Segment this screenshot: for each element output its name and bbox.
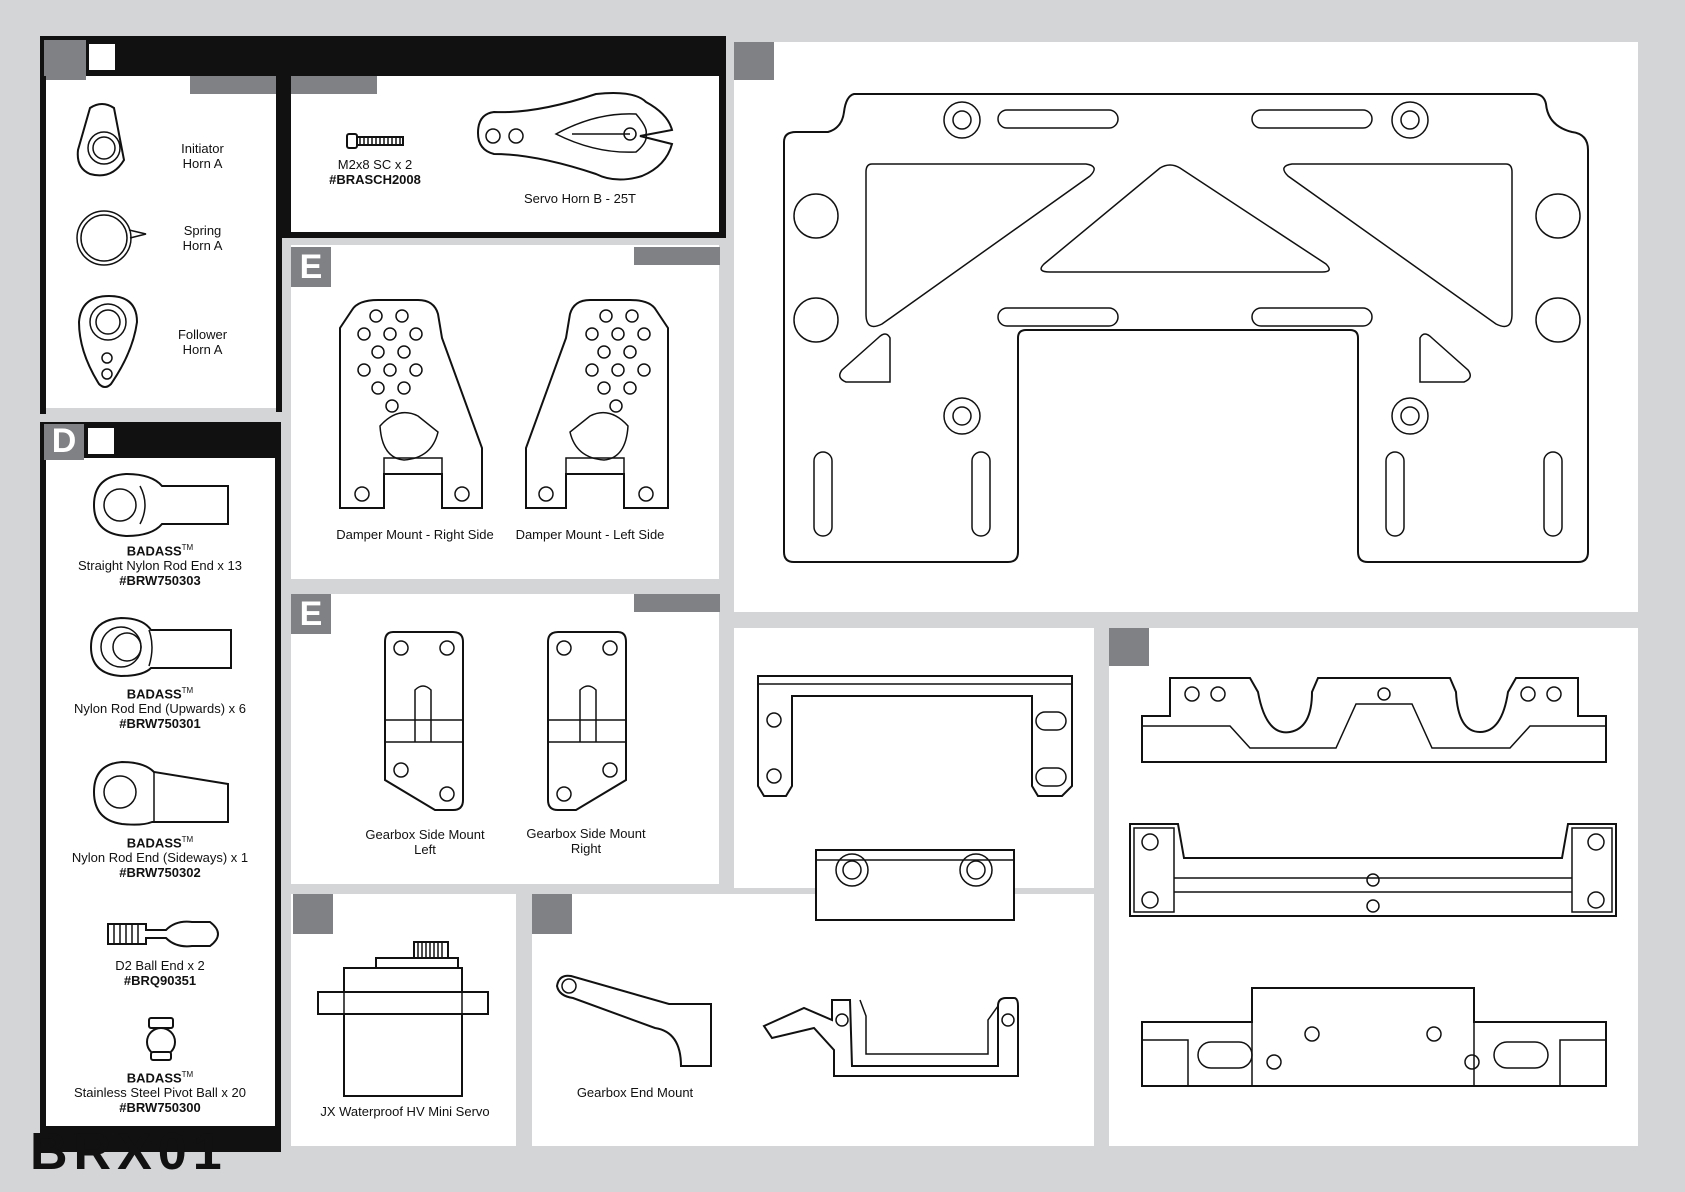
gearbox-end-label: Gearbox End Mount bbox=[576, 1085, 694, 1100]
section-d-letter-tab bbox=[44, 424, 84, 460]
gearbox-end-mount-icon bbox=[555, 974, 712, 1067]
damper-mount-right-icon bbox=[339, 299, 483, 509]
chassis-plate-letter-tab bbox=[734, 42, 774, 80]
ball-end-label: D2 Ball End x 2#BRQ90351 bbox=[115, 958, 205, 988]
initiator-horn-icon bbox=[76, 103, 126, 177]
screw-icon bbox=[346, 133, 404, 149]
gearbox-end-letter-tab bbox=[532, 894, 572, 934]
sideways-rod-end-icon bbox=[92, 760, 229, 826]
section-e-gearbox-letter: E bbox=[299, 595, 323, 633]
spring-horn-icon bbox=[76, 210, 147, 266]
section-d-letter: D bbox=[51, 422, 77, 460]
crossmember-middle-icon bbox=[1129, 823, 1617, 917]
spacer-block-icon bbox=[815, 849, 1015, 921]
follower-horn-icon bbox=[77, 294, 139, 388]
servo-mount-frame-icon bbox=[757, 675, 1073, 797]
section-e-gearbox-tag bbox=[634, 594, 720, 612]
bag-tag-left bbox=[190, 76, 276, 94]
screw-label: M2x8 SC x 2#BRASCH2008 bbox=[329, 157, 421, 187]
sideways-rod-end-label: BADASSTM Nylon Rod End (Sideways) x 1 #B… bbox=[71, 835, 249, 881]
section-c-checkbox[interactable] bbox=[89, 44, 115, 70]
upwards-rod-end-icon bbox=[89, 616, 232, 678]
section-c-right-border bbox=[276, 232, 282, 412]
section-e-gearbox-letter-tab bbox=[291, 594, 331, 634]
damper-left-label: Damper Mount - Left Side bbox=[515, 527, 665, 542]
servo-horn-b-icon bbox=[476, 92, 674, 181]
servo-horn-b-label: Servo Horn B - 25T bbox=[524, 191, 636, 206]
ball-end-icon bbox=[107, 920, 220, 948]
section-e-gearbox-panel bbox=[291, 594, 719, 884]
servo-icon bbox=[317, 941, 489, 1097]
brx01-logo: BRX01 bbox=[30, 1123, 228, 1181]
section-e-damper-tag bbox=[634, 247, 720, 265]
crossmember-top-icon bbox=[1141, 677, 1607, 763]
crossmember-bottom-icon bbox=[1141, 987, 1607, 1087]
straight-rod-end-label: BADASSTM Straight Nylon Rod End x 13 #BR… bbox=[77, 543, 243, 589]
section-e-damper-letter-tab bbox=[291, 247, 331, 287]
pivot-ball-label: BADASSTM Stainless Steel Pivot Ball x 20… bbox=[74, 1070, 246, 1116]
servo-label: JX Waterproof HV Mini Servo bbox=[320, 1104, 490, 1119]
straight-rod-end-icon bbox=[92, 472, 229, 538]
section-c-letter-tab bbox=[44, 40, 86, 80]
upwards-rod-end-label: BADASSTM Nylon Rod End (Upwards) x 6 #BR… bbox=[74, 686, 246, 732]
pivot-ball-icon bbox=[146, 1017, 176, 1061]
section-d-checkbox[interactable] bbox=[88, 428, 114, 454]
crossmember-letter-tab bbox=[1109, 628, 1149, 666]
section-c-left-border bbox=[40, 76, 46, 414]
gearbox-bracket-icon bbox=[762, 997, 1019, 1077]
gearbox-side-mount-left-icon bbox=[384, 631, 464, 811]
gearbox-side-mount-right-icon bbox=[547, 631, 627, 811]
section-e-damper-letter: E bbox=[299, 248, 323, 286]
servo-letter-tab bbox=[293, 894, 333, 934]
damper-mount-left-icon bbox=[525, 299, 669, 509]
damper-right-label: Damper Mount - Right Side bbox=[336, 527, 494, 542]
bag-tag-right bbox=[291, 76, 377, 94]
chassis-plate-icon bbox=[783, 93, 1589, 563]
